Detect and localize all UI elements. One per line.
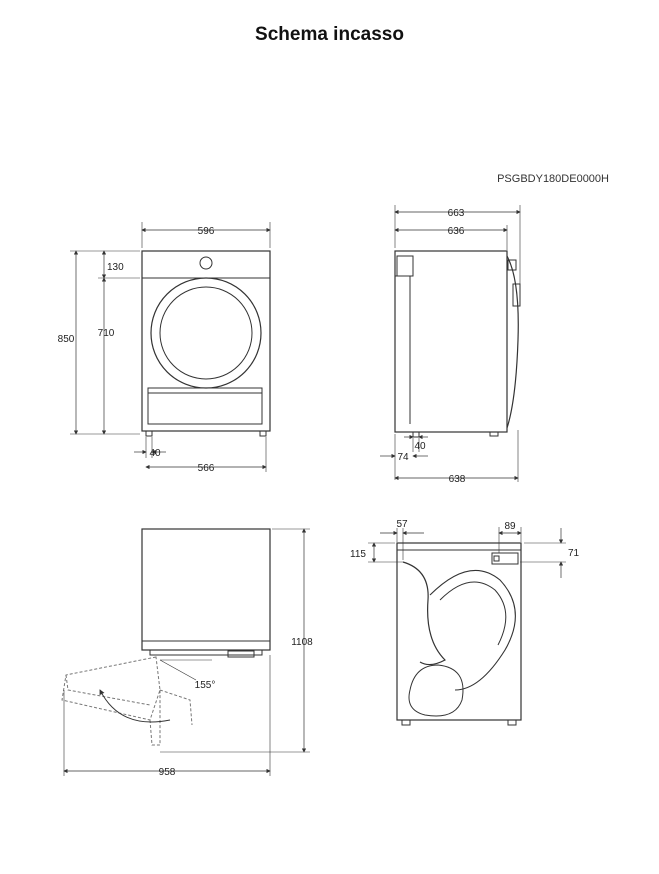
door-outer [150, 277, 262, 389]
program-knob [199, 256, 213, 270]
front-body-height-label: 710 [98, 328, 115, 339]
door-open-height-label: 1108 [291, 637, 313, 648]
side-door-profile [506, 255, 519, 429]
open-door-outline [61, 656, 193, 746]
door-angle-arc [99, 689, 171, 723]
model-code: PSGBDY180DE0000H [497, 173, 609, 185]
top-cabinet [141, 528, 271, 651]
front-foot-span-label: 566 [198, 463, 215, 474]
drain-hose [402, 561, 446, 666]
side-depth-base-label: 638 [449, 474, 466, 485]
rear-hose-height-label: 115 [350, 549, 366, 560]
side-depth-body-label: 636 [448, 226, 465, 237]
side-depth-total-label: 663 [448, 208, 465, 219]
front-height-label: 850 [58, 334, 75, 345]
side-view [380, 205, 521, 482]
page-title: Schema incasso [255, 24, 404, 45]
rear-vent-height-label: 71 [568, 548, 580, 559]
front-view [70, 222, 271, 472]
front-top-panel-label: 130 [107, 262, 124, 273]
rear-hose-offset-label: 57 [396, 519, 408, 530]
side-rear-offset-label: 74 [397, 452, 409, 463]
rear-view [368, 527, 566, 726]
door-angle-label: 155° [195, 680, 216, 691]
rear-drum-outline [429, 569, 516, 691]
rear-cabinet [396, 542, 522, 721]
front-foot-offset-label: 40 [149, 448, 161, 459]
rear-vent-width-label: 89 [504, 521, 516, 532]
front-width-label: 596 [198, 226, 215, 237]
side-cabinet [394, 250, 508, 433]
front-cabinet [141, 250, 271, 432]
filter-drawer [147, 387, 263, 425]
side-foot-offset-label: 40 [414, 441, 426, 452]
door-inner [159, 286, 253, 380]
rear-motor-outline [408, 664, 464, 717]
door-open-depth-label: 958 [159, 767, 176, 778]
rear-vent [491, 552, 519, 565]
side-top-recess [396, 255, 414, 277]
door-open-view [61, 528, 310, 776]
